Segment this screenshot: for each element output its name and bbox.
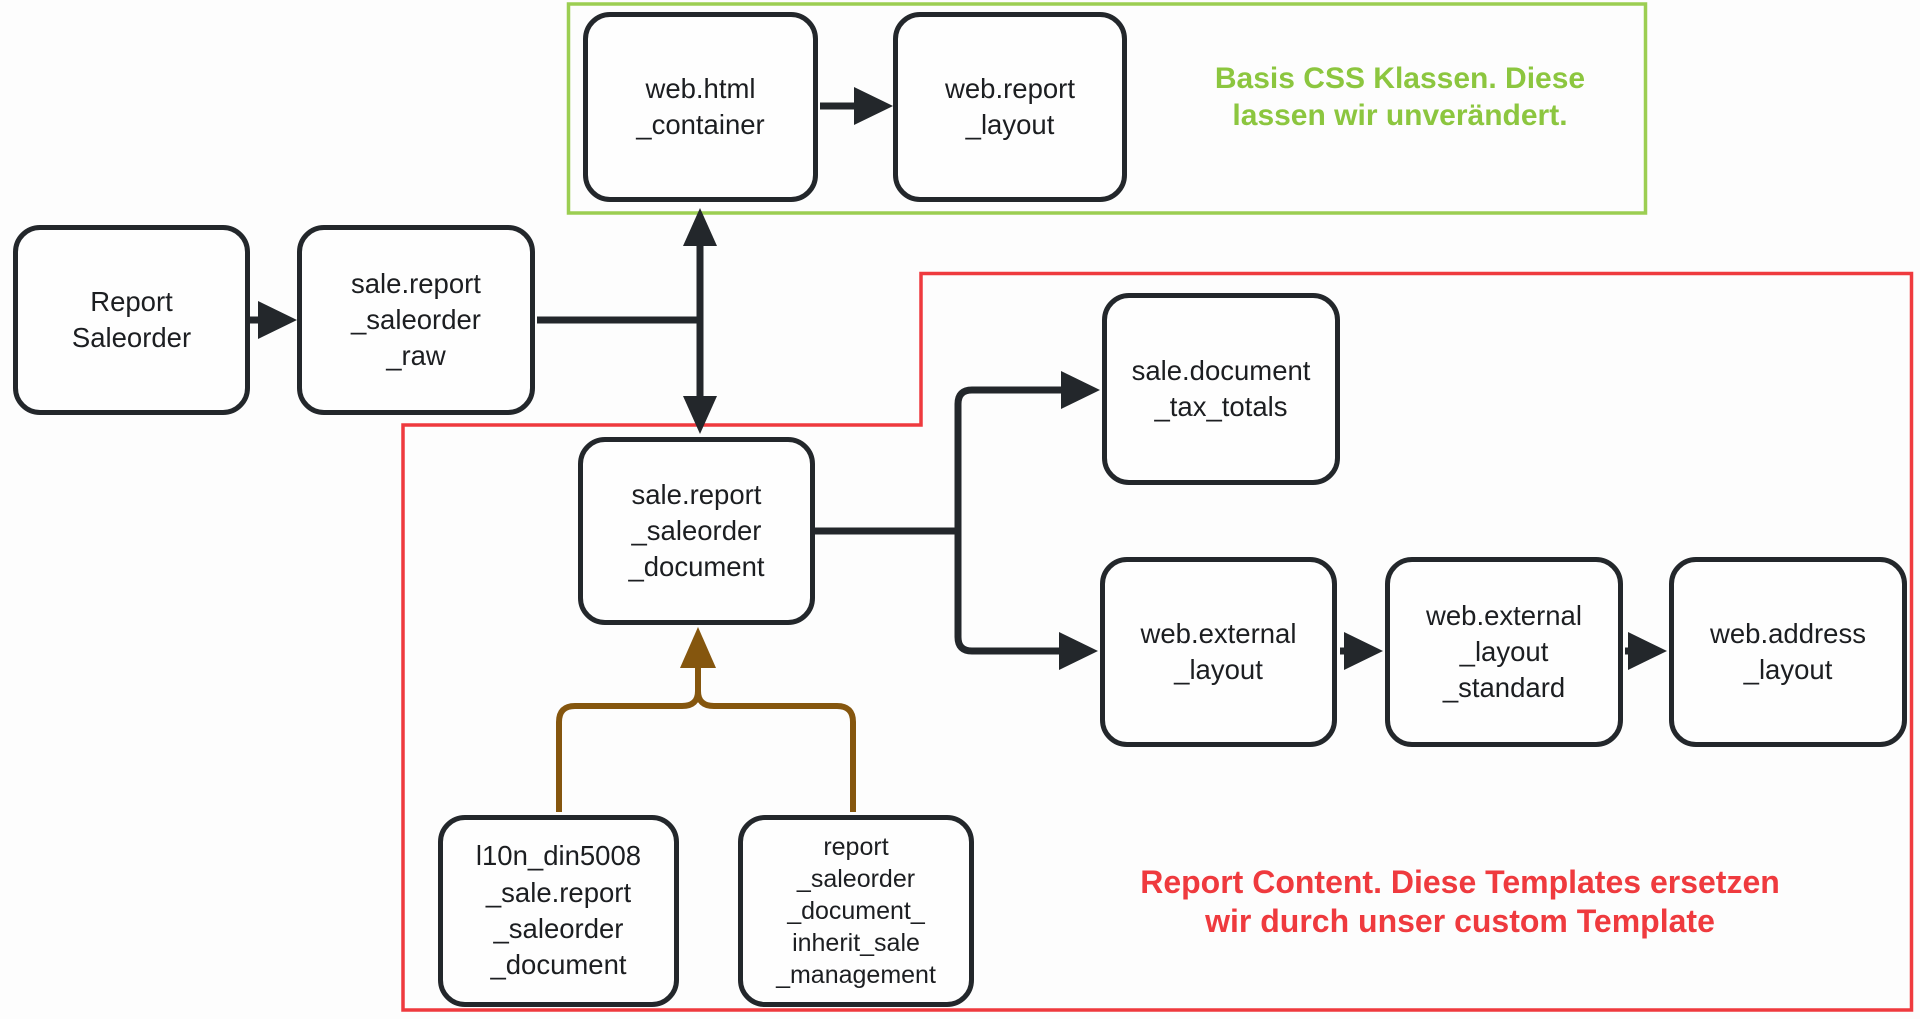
node-report-saleorder-document-inherit-sale-management: report _saleorder _document_ inherit_sal… <box>738 815 974 1007</box>
node-sale-report-saleorder-raw: sale.report _saleorder _raw <box>297 225 535 415</box>
red-region-outline <box>401 271 1914 1012</box>
brown-arrowhead-icon <box>680 627 716 668</box>
connector-report-to-raw <box>249 301 297 339</box>
annotation-basis-css: Basis CSS Klassen. Diese lassen wir unve… <box>1214 62 1586 133</box>
node-sale-report-saleorder-document: sale.report _saleorder _document <box>578 437 815 625</box>
connector-standard-to-address <box>1625 632 1667 670</box>
annotation-report-content: Report Content. Diese Templates ersetzen… <box>1140 864 1780 940</box>
node-web-external-layout: web.external _layout <box>1100 557 1337 747</box>
connector-inherit-brown <box>556 627 856 812</box>
node-web-external-layout-standard: web.external _layout _standard <box>1385 557 1623 747</box>
node-web-address-layout: web.address _layout <box>1669 557 1907 747</box>
node-web-report-layout: web.report _layout <box>893 12 1127 202</box>
connector-vertical-double-arrow <box>683 208 717 434</box>
connector-container-to-layout <box>820 87 893 125</box>
node-l10n-din5008-sale-report-saleorder-document: l10n_din5008 _sale.report _saleorder _do… <box>438 815 679 1007</box>
connector-document-branches <box>815 371 1100 670</box>
node-sale-document-tax-totals: sale.document _tax_totals <box>1102 293 1340 485</box>
green-region-outline <box>566 2 1648 215</box>
node-report-saleorder: Report Saleorder <box>13 225 250 415</box>
connector-external-to-standard <box>1340 632 1383 670</box>
node-web-html-container: web.html _container <box>583 12 818 202</box>
